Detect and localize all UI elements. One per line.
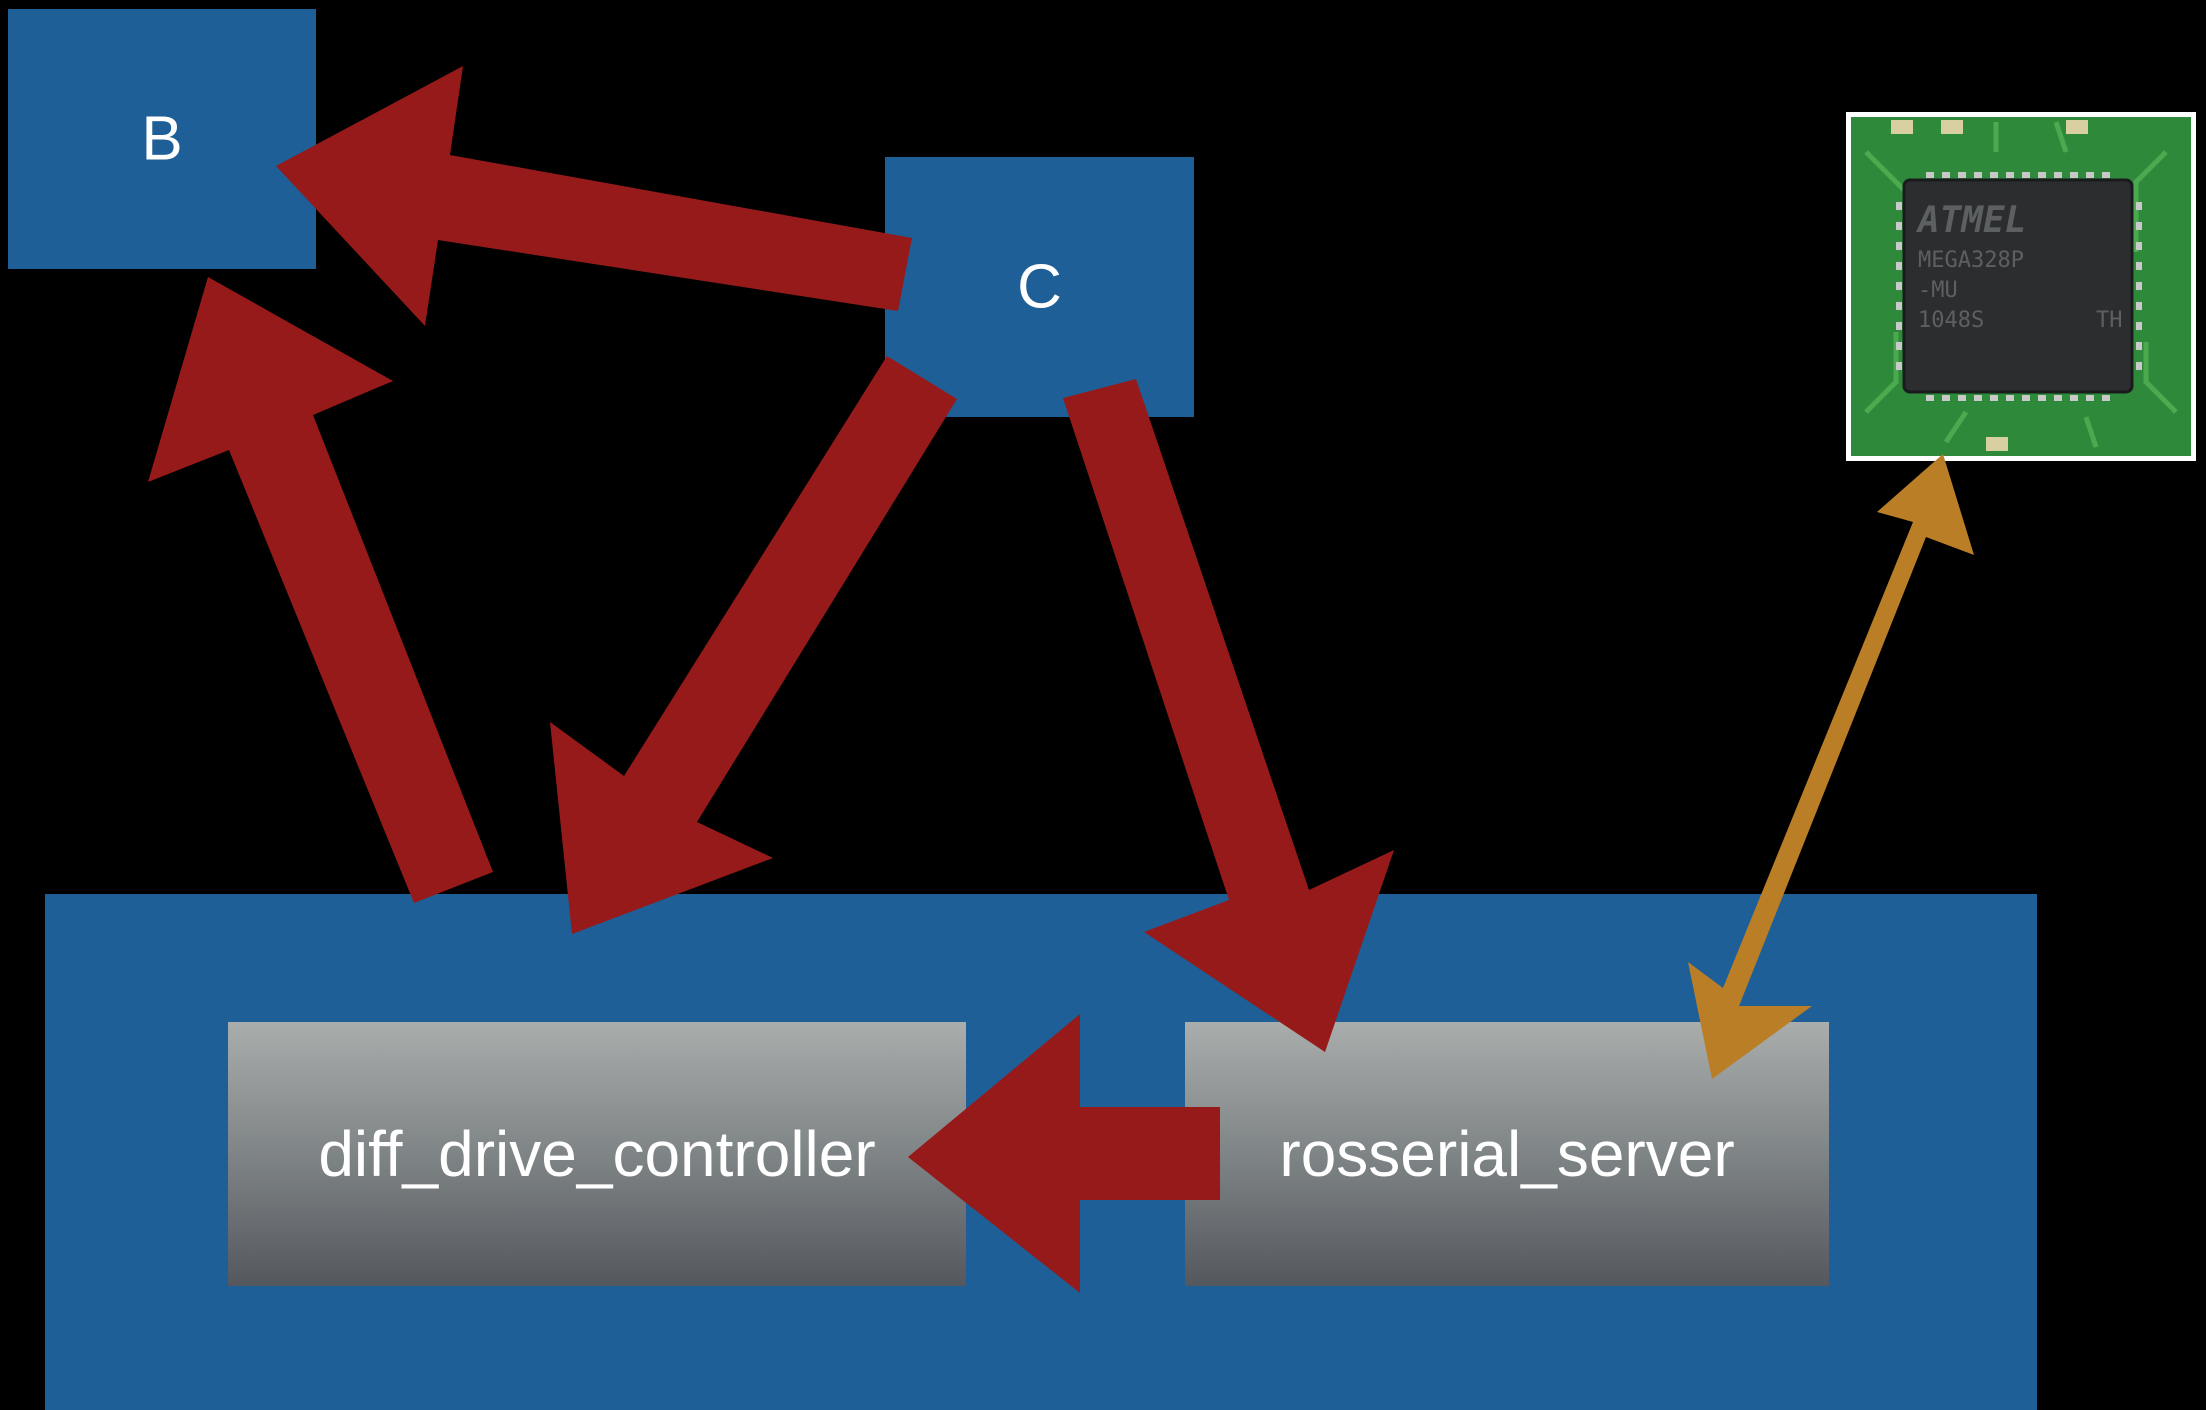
chip-marking-code: TH xyxy=(2096,308,2123,333)
arrow-diff-to-b xyxy=(148,277,493,903)
diff-drive-controller-node[interactable]: diff_drive_controller xyxy=(228,1022,966,1286)
microcontroller-chip-image: ATMEL MEGA328P -MU 1048S TH xyxy=(1846,112,2196,461)
node-c-label: C xyxy=(1017,252,1062,322)
arrow-ross-chip-bidirectional xyxy=(1688,454,1974,1079)
node-b[interactable]: B xyxy=(8,9,316,269)
arrow-ross-to-diff xyxy=(908,1014,1220,1293)
rosserial-server-label: rosserial_server xyxy=(1279,1118,1735,1190)
arrow-c-to-b xyxy=(276,66,912,326)
chip-marking-suffix: -MU xyxy=(1918,278,1958,303)
chip-marking-brand: ATMEL xyxy=(1916,200,2026,241)
diff-drive-controller-label: diff_drive_controller xyxy=(318,1118,876,1190)
chip-marking-part: MEGA328P xyxy=(1918,248,2024,273)
arrow-c-to-ross xyxy=(1063,379,1394,1052)
chip-marking-date: 1048S xyxy=(1918,308,1984,333)
arrow-c-to-diff xyxy=(550,356,957,934)
node-b-label: B xyxy=(141,104,183,174)
node-c[interactable]: C xyxy=(885,157,1194,417)
